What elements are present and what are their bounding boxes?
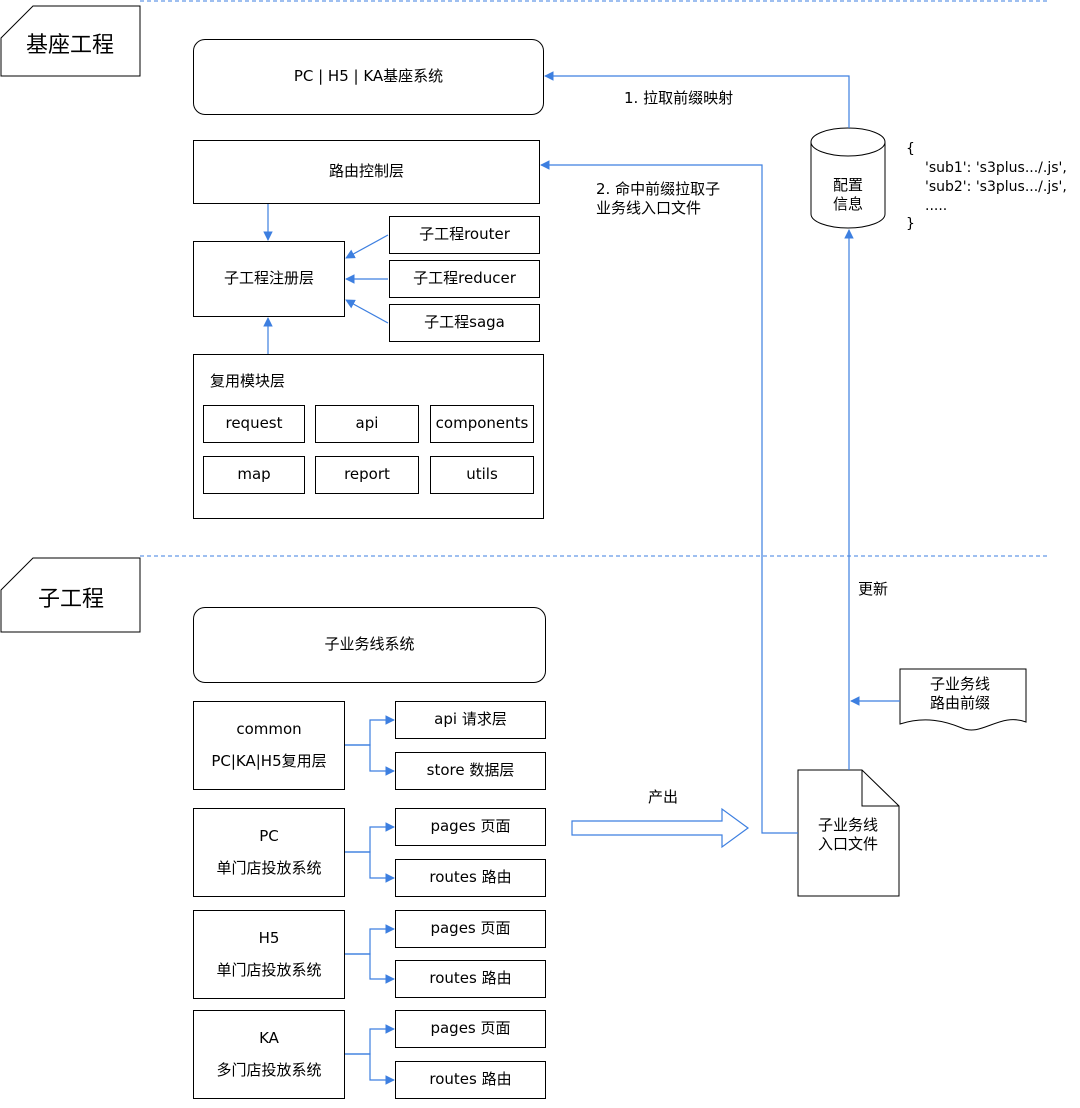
- arrow-entry-to-routing-layer: [540, 160, 798, 834]
- arrow-common-to-store: [345, 744, 395, 776]
- module-api: api: [315, 405, 419, 443]
- arrow-config-to-base-system: [544, 71, 850, 128]
- group-pc-box: PC 单门店投放系统: [193, 808, 345, 897]
- config-json-open: {: [906, 141, 915, 157]
- common-store-layer: store 数据层: [395, 752, 546, 790]
- router-input-label: 子工程router: [419, 225, 510, 244]
- item-label: api 请求层: [434, 710, 507, 729]
- prefix-document-shape: [899, 668, 1027, 731]
- group-title: H5: [258, 929, 280, 947]
- ka-routes: routes 路由: [395, 1061, 546, 1099]
- produce-hollow-arrow: [571, 807, 750, 849]
- group-ka-box: KA 多门店投放系统: [193, 1010, 345, 1099]
- reuse-layer-title: 复用模块层: [210, 372, 286, 390]
- config-store-label-line1: 配置: [833, 176, 864, 194]
- arrow-h5-to-pages: [345, 924, 395, 955]
- item-label: pages 页面: [430, 817, 511, 836]
- sub-section-title: 子工程: [38, 587, 105, 612]
- module-label: map: [237, 465, 271, 484]
- item-label: pages 页面: [430, 919, 511, 938]
- edge-label-produce: 产出: [648, 788, 679, 806]
- group-h5-box: H5 单门店投放系统: [193, 910, 345, 999]
- arrow-pc-to-routes: [345, 851, 395, 883]
- config-json-line1: 'sub1': 's3plus.../.js',: [925, 160, 1067, 176]
- router-input-box: 子工程router: [389, 216, 540, 254]
- saga-input-label: 子工程saga: [424, 313, 505, 332]
- module-label: components: [435, 414, 529, 433]
- arrow-h5-to-routes: [345, 953, 395, 984]
- module-label: api: [355, 414, 379, 433]
- routing-layer-box: 路由控制层: [193, 140, 540, 204]
- routing-layer-label: 路由控制层: [328, 162, 404, 181]
- pc-routes: routes 路由: [395, 859, 546, 897]
- module-map: map: [203, 456, 305, 494]
- entry-doc-label-line1: 子业务线: [818, 816, 879, 834]
- arrow-saga-to-register: [345, 299, 389, 324]
- reducer-input-label: 子工程reducer: [413, 269, 516, 288]
- base-section-title: 基座工程: [26, 33, 115, 58]
- ka-pages: pages 页面: [395, 1010, 546, 1048]
- module-label: request: [225, 414, 283, 433]
- register-layer-box: 子工程注册层: [193, 241, 345, 317]
- module-report: report: [315, 456, 419, 494]
- arrow-pc-to-pages: [345, 822, 395, 853]
- item-label: pages 页面: [430, 1019, 511, 1038]
- prefix-doc-label-line2: 路由前缀: [930, 694, 991, 712]
- group-common-box: common PC|KA|H5复用层: [193, 701, 345, 790]
- arrow-ka-to-pages: [345, 1024, 395, 1055]
- group-title: KA: [259, 1029, 279, 1047]
- module-components: components: [430, 405, 534, 443]
- config-json-line2: 'sub2': 's3plus.../.js',: [925, 179, 1067, 195]
- sub-system-label: 子业务线系统: [324, 635, 415, 654]
- module-request: request: [203, 405, 305, 443]
- module-label: utils: [466, 465, 498, 484]
- group-title: common: [236, 720, 302, 738]
- edge-label-update: 更新: [858, 580, 889, 598]
- module-label: report: [344, 465, 390, 484]
- reducer-input-box: 子工程reducer: [389, 260, 540, 298]
- item-label: routes 路由: [429, 1070, 512, 1089]
- edge-label-pull-prefix: 1. 拉取前缀映射: [624, 89, 734, 107]
- arrow-common-to-api: [345, 715, 395, 746]
- group-title: PC: [259, 827, 279, 845]
- entry-doc-label-line2: 入口文件: [818, 835, 879, 853]
- prefix-doc-label-line1: 子业务线: [930, 675, 991, 693]
- h5-routes: routes 路由: [395, 960, 546, 998]
- item-label: routes 路由: [429, 969, 512, 988]
- saga-input-box: 子工程saga: [389, 304, 540, 342]
- register-layer-label: 子工程注册层: [223, 269, 314, 288]
- group-subtitle: 多门店投放系统: [216, 1060, 322, 1079]
- common-api-layer: api 请求层: [395, 701, 546, 739]
- base-system-box: PC | H5 | KA基座系统: [193, 39, 544, 115]
- h5-pages: pages 页面: [395, 910, 546, 948]
- edge-label-hit-prefix-line1: 2. 命中前缀拉取子: [596, 180, 721, 198]
- config-json-ellipsis: .....: [925, 198, 948, 214]
- sub-section-tab-shape: [0, 557, 141, 633]
- arrow-ka-to-routes: [345, 1053, 395, 1085]
- group-subtitle: 单门店投放系统: [216, 960, 322, 979]
- item-label: store 数据层: [426, 761, 515, 780]
- item-label: routes 路由: [429, 868, 512, 887]
- arrow-router-to-register: [345, 234, 389, 259]
- group-subtitle: PC|KA|H5复用层: [211, 751, 327, 770]
- config-json-close: }: [906, 216, 915, 232]
- module-utils: utils: [430, 456, 534, 494]
- config-store-label-line2: 信息: [833, 195, 864, 213]
- sub-system-box: 子业务线系统: [193, 607, 546, 683]
- pc-pages: pages 页面: [395, 808, 546, 846]
- edge-label-hit-prefix-line2: 业务线入口文件: [596, 199, 702, 217]
- base-section-tab-shape: [0, 5, 141, 77]
- config-store-cylinder: [810, 127, 886, 229]
- base-system-label: PC | H5 | KA基座系统: [293, 67, 444, 86]
- entry-document-shape: [797, 769, 900, 897]
- group-subtitle: 单门店投放系统: [216, 858, 322, 877]
